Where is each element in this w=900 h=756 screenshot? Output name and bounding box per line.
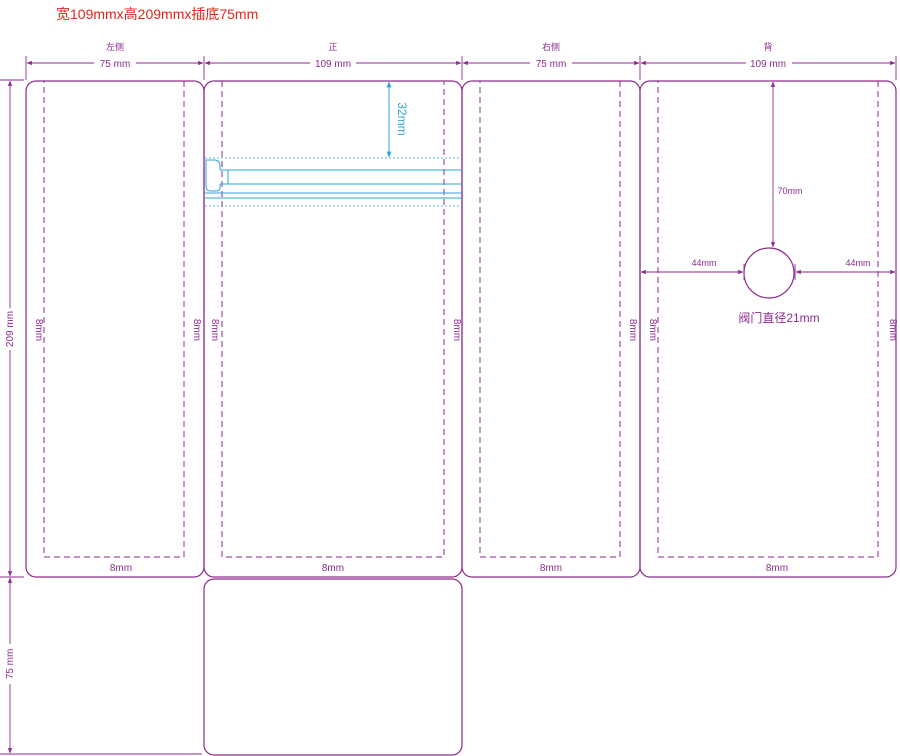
bottom-dimension: 75 mm bbox=[5, 649, 16, 680]
margin-label-left-inner: 8mm bbox=[191, 319, 202, 341]
top-dimensions: 左侧 75 mm 正 109 mm 右侧 75 mm 背 109 mm bbox=[25, 41, 897, 80]
panel-width-back: 109 mm bbox=[750, 59, 786, 70]
valve-diameter-label: 阀门直径21mm bbox=[738, 310, 819, 325]
panel-name-left: 左侧 bbox=[106, 41, 124, 52]
panel-name-right: 右侧 bbox=[542, 41, 560, 52]
margin-label-back-bottom: 8mm bbox=[766, 563, 788, 574]
spec-title: 宽109mmx高209mmx插底75mm bbox=[56, 6, 258, 22]
height-dimension: 209 mm bbox=[5, 311, 16, 347]
margin-label-left-outer: 8mm bbox=[33, 319, 44, 341]
zipper-track: 32mm bbox=[205, 81, 462, 207]
valve-top-distance: 70mm bbox=[777, 186, 802, 196]
panel-left: 8mm 8mm 8mm bbox=[25, 80, 205, 578]
panel-name-back: 背 bbox=[763, 41, 772, 52]
margin-label-front-left: 8mm bbox=[209, 319, 220, 341]
valve-right-distance: 44mm bbox=[845, 258, 870, 268]
valve: 70mm 44mm 44mm 阀门直径21mm bbox=[640, 81, 896, 325]
panel-back: 8mm 8mm 8mm bbox=[639, 80, 898, 578]
panel-name-front: 正 bbox=[328, 42, 337, 52]
margin-label-right-bottom: 8mm bbox=[540, 563, 562, 574]
panel-width-right: 75 mm bbox=[536, 59, 567, 70]
margin-label-front-bottom: 8mm bbox=[322, 563, 344, 574]
margin-label-right-inner: 8mm bbox=[627, 319, 638, 341]
margin-label-back-left: 8mm bbox=[647, 319, 658, 341]
valve-left-distance: 44mm bbox=[691, 258, 716, 268]
zipper-offset-label: 32mm bbox=[395, 102, 409, 135]
panel-right: 8mm 8mm bbox=[461, 80, 641, 578]
panel-width-front: 109 mm bbox=[315, 59, 351, 70]
margin-label-front-right: 8mm bbox=[451, 319, 462, 341]
panel-width-left: 75 mm bbox=[100, 59, 131, 70]
left-dimensions: 209 mm 75 mm bbox=[0, 79, 202, 755]
bottom-gusset bbox=[203, 578, 463, 756]
panel-front: 8mm 8mm 8mm bbox=[203, 80, 463, 578]
margin-label-back-right: 8mm bbox=[887, 319, 898, 341]
margin-label-left-bottom: 8mm bbox=[110, 563, 132, 574]
